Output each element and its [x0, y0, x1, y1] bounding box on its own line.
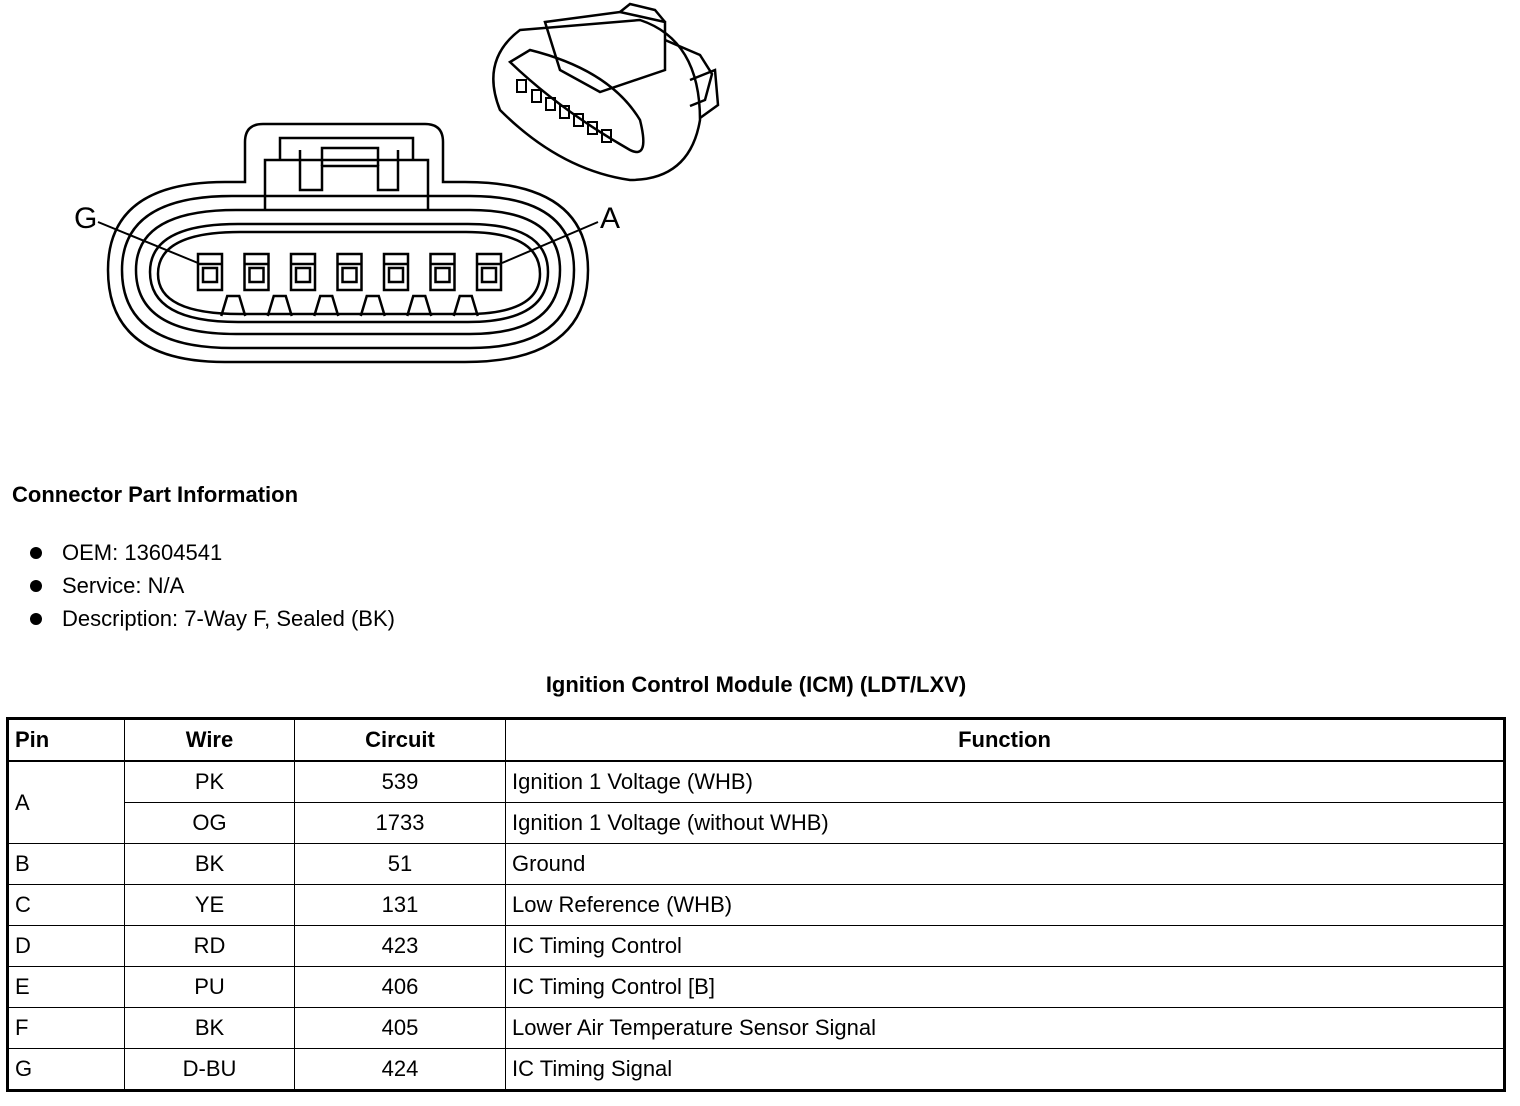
function-cell: Ignition 1 Voltage (WHB): [505, 760, 1505, 803]
bullet-icon: [30, 612, 42, 625]
pin-cavity: [382, 252, 410, 292]
cavity-separator: [313, 294, 340, 317]
pin-terminal: [480, 266, 498, 284]
wire-cell: OG: [124, 802, 295, 844]
connector-body-outline: [106, 122, 590, 364]
cavity-separator: [220, 294, 247, 317]
connector-description: Description: 7-Way F, Sealed (BK): [62, 605, 395, 631]
header-pin: Pin: [7, 718, 125, 762]
table-row: G D-BU 424 IC Timing Signal: [7, 1048, 1505, 1091]
table-row: OG 1733 Ignition 1 Voltage (without WHB): [8, 802, 1505, 844]
circuit-cell: 131: [294, 884, 506, 926]
circuit-cell: 539: [294, 760, 506, 803]
pin-terminal: [434, 266, 451, 284]
pin-cell: F: [7, 1007, 125, 1049]
pin-cell: C: [7, 884, 125, 926]
header-wire: Wire: [124, 718, 295, 762]
wire-cell: D-BU: [124, 1048, 295, 1091]
table-title: Ignition Control Module (ICM) (LDT/LXV): [545, 672, 967, 697]
wire-cell: RD: [124, 925, 295, 967]
connector-info-list: OEM: 13604541 Service: N/A Description: …: [30, 536, 395, 635]
function-cell: Lower Air Temperature Sensor Signal: [505, 1007, 1505, 1049]
connector-3d-view: [492, 2, 720, 182]
table-row: A PK 539 Ignition 1 Voltage (WHB): [7, 760, 1505, 844]
wire-cell: BK: [124, 1007, 295, 1049]
pin-cavity: [429, 252, 456, 292]
circuit-cell: 423: [294, 925, 506, 967]
pin-terminal: [294, 266, 312, 284]
bullet-icon: [30, 579, 42, 592]
service-number: Service: N/A: [62, 572, 185, 598]
connector-info-heading: Connector Part Information: [12, 482, 299, 507]
circuit-cell: 424: [294, 1048, 506, 1091]
pin-g-label: G: [74, 202, 97, 235]
function-cell: Ground: [505, 843, 1505, 885]
function-cell: Ignition 1 Voltage (without WHB): [505, 802, 1505, 844]
pin-g-leader-line: [97, 221, 199, 264]
pinout-table: Pin Wire Circuit Function A PK 539 Ignit…: [6, 717, 1506, 1092]
pin-a-leader-line: [501, 221, 599, 264]
header-function: Function: [505, 718, 1505, 762]
connector-info-item: Description: 7-Way F, Sealed (BK): [30, 602, 395, 635]
table-row: B BK 51 Ground: [7, 843, 1505, 885]
pin-cell: B: [7, 843, 125, 885]
connector-body-inner-outline: [120, 194, 576, 350]
table-row: E PU 406 IC Timing Control [B]: [7, 966, 1505, 1008]
wire-cell: YE: [124, 884, 295, 926]
bullet-icon: [30, 546, 42, 559]
cavity-separator: [406, 294, 433, 317]
pin-terminal: [341, 266, 358, 284]
pin-cell: D: [7, 925, 125, 967]
circuit-cell: 51: [294, 843, 506, 885]
cavity-separator: [266, 294, 293, 317]
connector-info-item: Service: N/A: [30, 569, 395, 602]
table-header-row: Pin Wire Circuit Function: [7, 718, 1505, 762]
pin-cell: E: [7, 966, 125, 1008]
table-row: D RD 423 IC Timing Control: [7, 925, 1505, 967]
pin-cavity: [196, 252, 224, 292]
function-cell: IC Timing Control: [505, 925, 1505, 967]
pin-cavity: [475, 252, 503, 292]
wire-cell: PU: [124, 966, 295, 1008]
pin-cavity: [243, 252, 270, 292]
function-cell: Low Reference (WHB): [505, 884, 1505, 926]
connector-latch: [263, 136, 430, 210]
pin-cavity: [289, 252, 317, 292]
function-cell: IC Timing Signal: [505, 1048, 1505, 1091]
cavity-separator: [452, 294, 479, 317]
circuit-cell: 1733: [294, 802, 506, 844]
table-row: C YE 131 Low Reference (WHB): [7, 884, 1505, 926]
function-cell: IC Timing Control [B]: [505, 966, 1505, 1008]
pin-cavity: [336, 252, 363, 292]
pin-terminal: [387, 266, 405, 284]
circuit-cell: 405: [294, 1007, 506, 1049]
circuit-cell: 406: [294, 966, 506, 1008]
pin-cell: A: [7, 760, 125, 844]
pin-cell: G: [7, 1048, 125, 1091]
wire-cell: PK: [124, 760, 295, 803]
oem-number: OEM: 13604541: [62, 539, 223, 565]
wire-cell: BK: [124, 843, 295, 885]
connector-info-item: OEM: 13604541: [30, 536, 395, 569]
table-row: F BK 405 Lower Air Temperature Sensor Si…: [7, 1007, 1505, 1049]
connector-diagram: G A: [74, 2, 720, 364]
cavity-separator: [359, 294, 386, 317]
pin-terminal: [201, 266, 219, 284]
header-circuit: Circuit: [294, 718, 506, 762]
pin-terminal: [248, 266, 265, 284]
pin-a-label: A: [600, 202, 620, 235]
